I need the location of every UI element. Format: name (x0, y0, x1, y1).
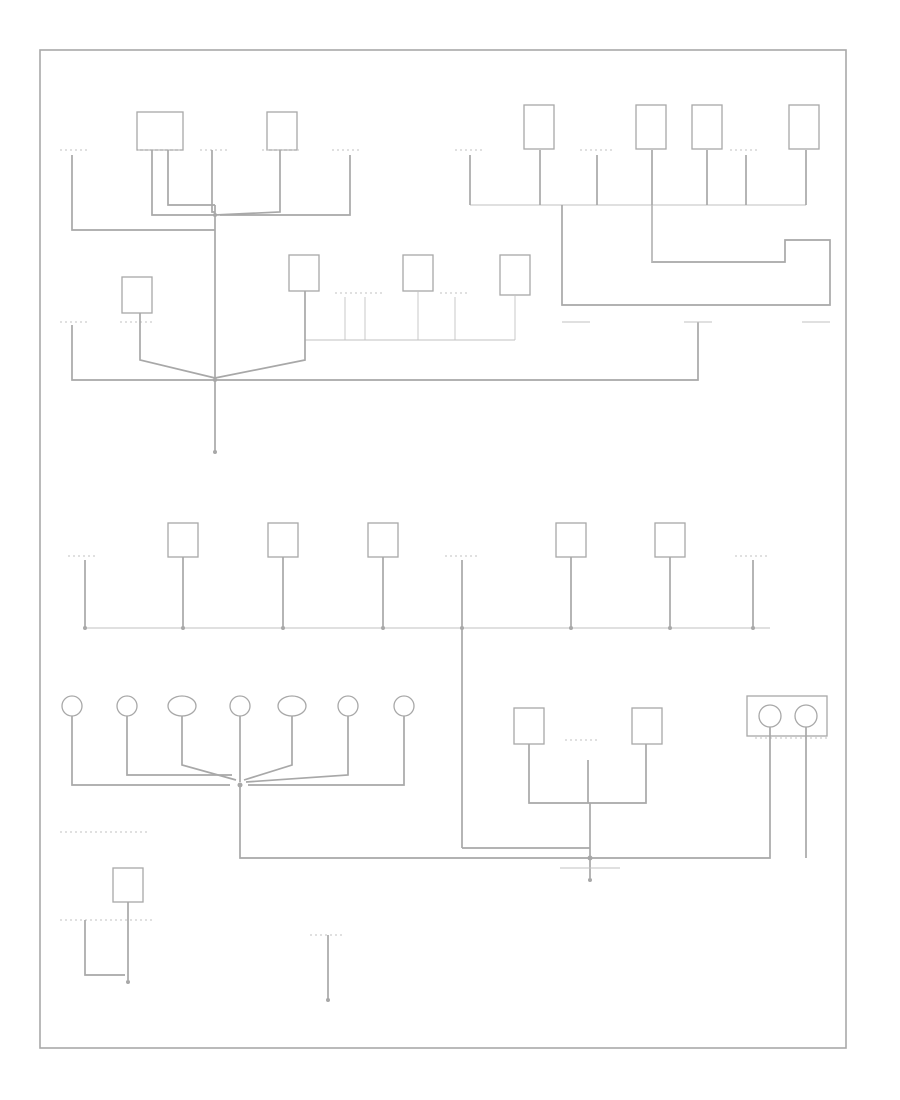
lower-left-lamp-group (61, 695, 590, 859)
component-box (691, 104, 723, 150)
lamp-icon (167, 695, 197, 717)
component-box (266, 111, 298, 151)
bottom-left-ground-group (60, 831, 155, 984)
bottom-center-ground-group (310, 934, 345, 1002)
component-box (499, 254, 531, 296)
component-box (631, 707, 663, 745)
middle-ground-group (68, 522, 770, 848)
component-box (367, 522, 399, 558)
diagram-frame (39, 49, 847, 1049)
component-box (635, 104, 667, 150)
component-box (788, 104, 820, 150)
component-box (555, 522, 587, 558)
top-right-ground-group (455, 104, 831, 306)
lamp-icon (277, 695, 307, 717)
component-box (136, 111, 184, 151)
component-box (112, 867, 144, 903)
lamp-icon (794, 704, 818, 728)
component-box (167, 522, 199, 558)
lamp-icon (61, 695, 83, 717)
component-box (654, 522, 686, 558)
component-box (121, 276, 153, 314)
top-left-ground-group (60, 111, 362, 380)
middle-upper-ground-group (60, 254, 830, 454)
component-box (523, 104, 555, 150)
component-box (288, 254, 320, 292)
lamp-icon (229, 695, 251, 717)
lower-right-ground-group (462, 695, 828, 882)
component-box (267, 522, 299, 558)
component-box (513, 707, 545, 745)
lamp-icon (337, 695, 359, 717)
component-box (402, 254, 434, 292)
lamp-icon (116, 695, 138, 717)
lamp-icon (758, 704, 782, 728)
lamp-icon (393, 695, 415, 717)
